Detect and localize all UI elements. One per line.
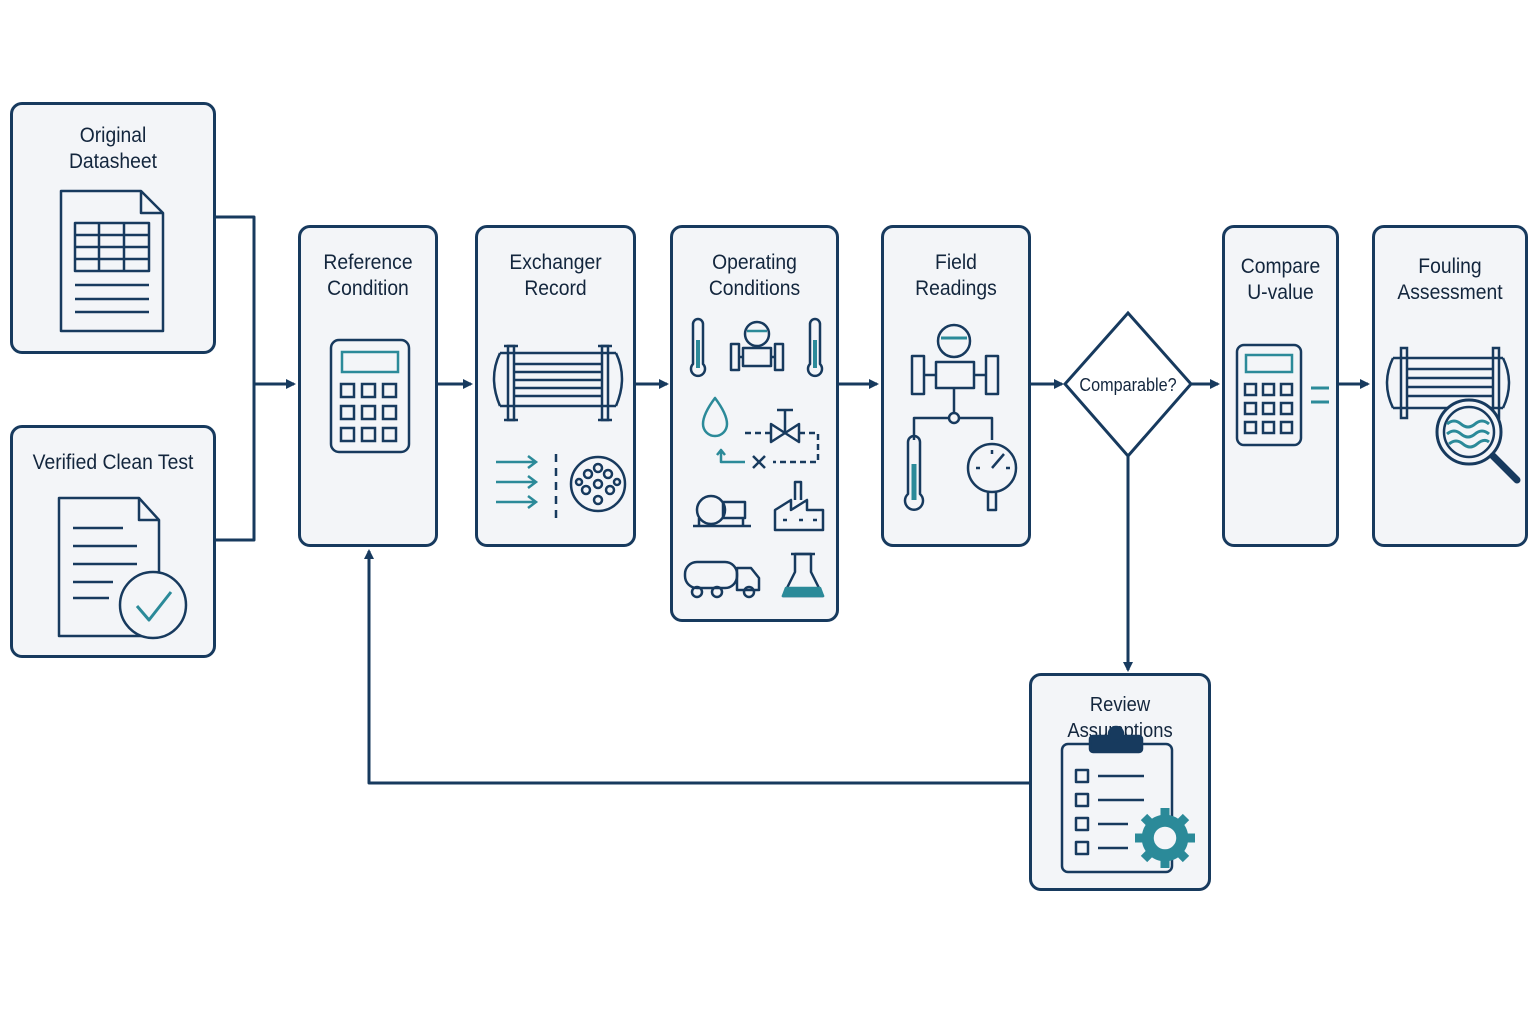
valve-loop-icon	[716, 408, 820, 469]
tube-sheet-icon	[569, 455, 627, 513]
node-exchanger-record: Exchanger Record	[475, 225, 636, 547]
node-field-readings: Field Readings	[881, 225, 1031, 547]
connector-datasheet-to-reference	[215, 215, 256, 384]
node-verified-clean-test: Verified Clean Test	[10, 425, 216, 658]
node-label: Reference Condition	[323, 251, 413, 300]
calculator-equals-icon	[1235, 343, 1329, 447]
flow-arrows-icon	[496, 455, 539, 509]
tanker-truck-icon	[683, 560, 761, 599]
pump-icon	[693, 494, 751, 528]
connectors	[215, 215, 1370, 785]
arrow-review-back-to-reference	[364, 549, 1030, 785]
node-fouling-assessment: Fouling Assessment	[1372, 225, 1528, 547]
flowmeter-gauge-icon	[903, 323, 1018, 512]
comparable-decision-label: Comparable?	[1079, 375, 1177, 395]
exchanger-inspection-icon	[1385, 346, 1521, 484]
node-label: Fouling Assessment	[1397, 255, 1503, 304]
node-label: Verified Clean Test	[32, 451, 194, 474]
connector-clean-test-to-reference	[215, 384, 256, 542]
node-label: Original Datasheet	[68, 124, 158, 173]
node-compare-u-value: Compare U-value	[1222, 225, 1339, 547]
thermometer-icon	[806, 317, 824, 378]
heat-exchanger-icon	[492, 344, 627, 520]
node-original-datasheet: Original Datasheet	[10, 102, 216, 354]
node-review-assumptions: Review Assumptions	[1029, 673, 1211, 891]
node-label: Exchanger Record	[509, 251, 602, 300]
equals-icon	[1311, 386, 1329, 404]
thermometer-icon	[689, 317, 707, 378]
pressure-gauge-icon	[966, 442, 1018, 512]
decision-diamond	[1063, 310, 1193, 459]
clipboard-gear-icon	[1060, 725, 1195, 874]
lab-flask-icon	[781, 552, 825, 598]
calculator-icon	[329, 338, 411, 454]
factory-icon	[773, 480, 825, 532]
thermometer-icon	[903, 434, 925, 511]
flow-meter-icon	[729, 320, 785, 372]
node-label: Operating Conditions	[708, 251, 801, 300]
node-operating-conditions: Operating Conditions	[670, 225, 839, 622]
node-reference-condition: Reference Condition	[298, 225, 438, 547]
node-label: Compare U-value	[1240, 255, 1321, 304]
droplet-icon	[701, 396, 729, 438]
node-label: Field Readings	[915, 251, 997, 300]
process-instruments-icon	[683, 317, 825, 599]
verified-document-icon	[57, 496, 188, 640]
magnifier-icon	[1435, 398, 1521, 484]
spreadsheet-document-icon	[59, 189, 165, 333]
gear-icon	[1135, 808, 1195, 868]
